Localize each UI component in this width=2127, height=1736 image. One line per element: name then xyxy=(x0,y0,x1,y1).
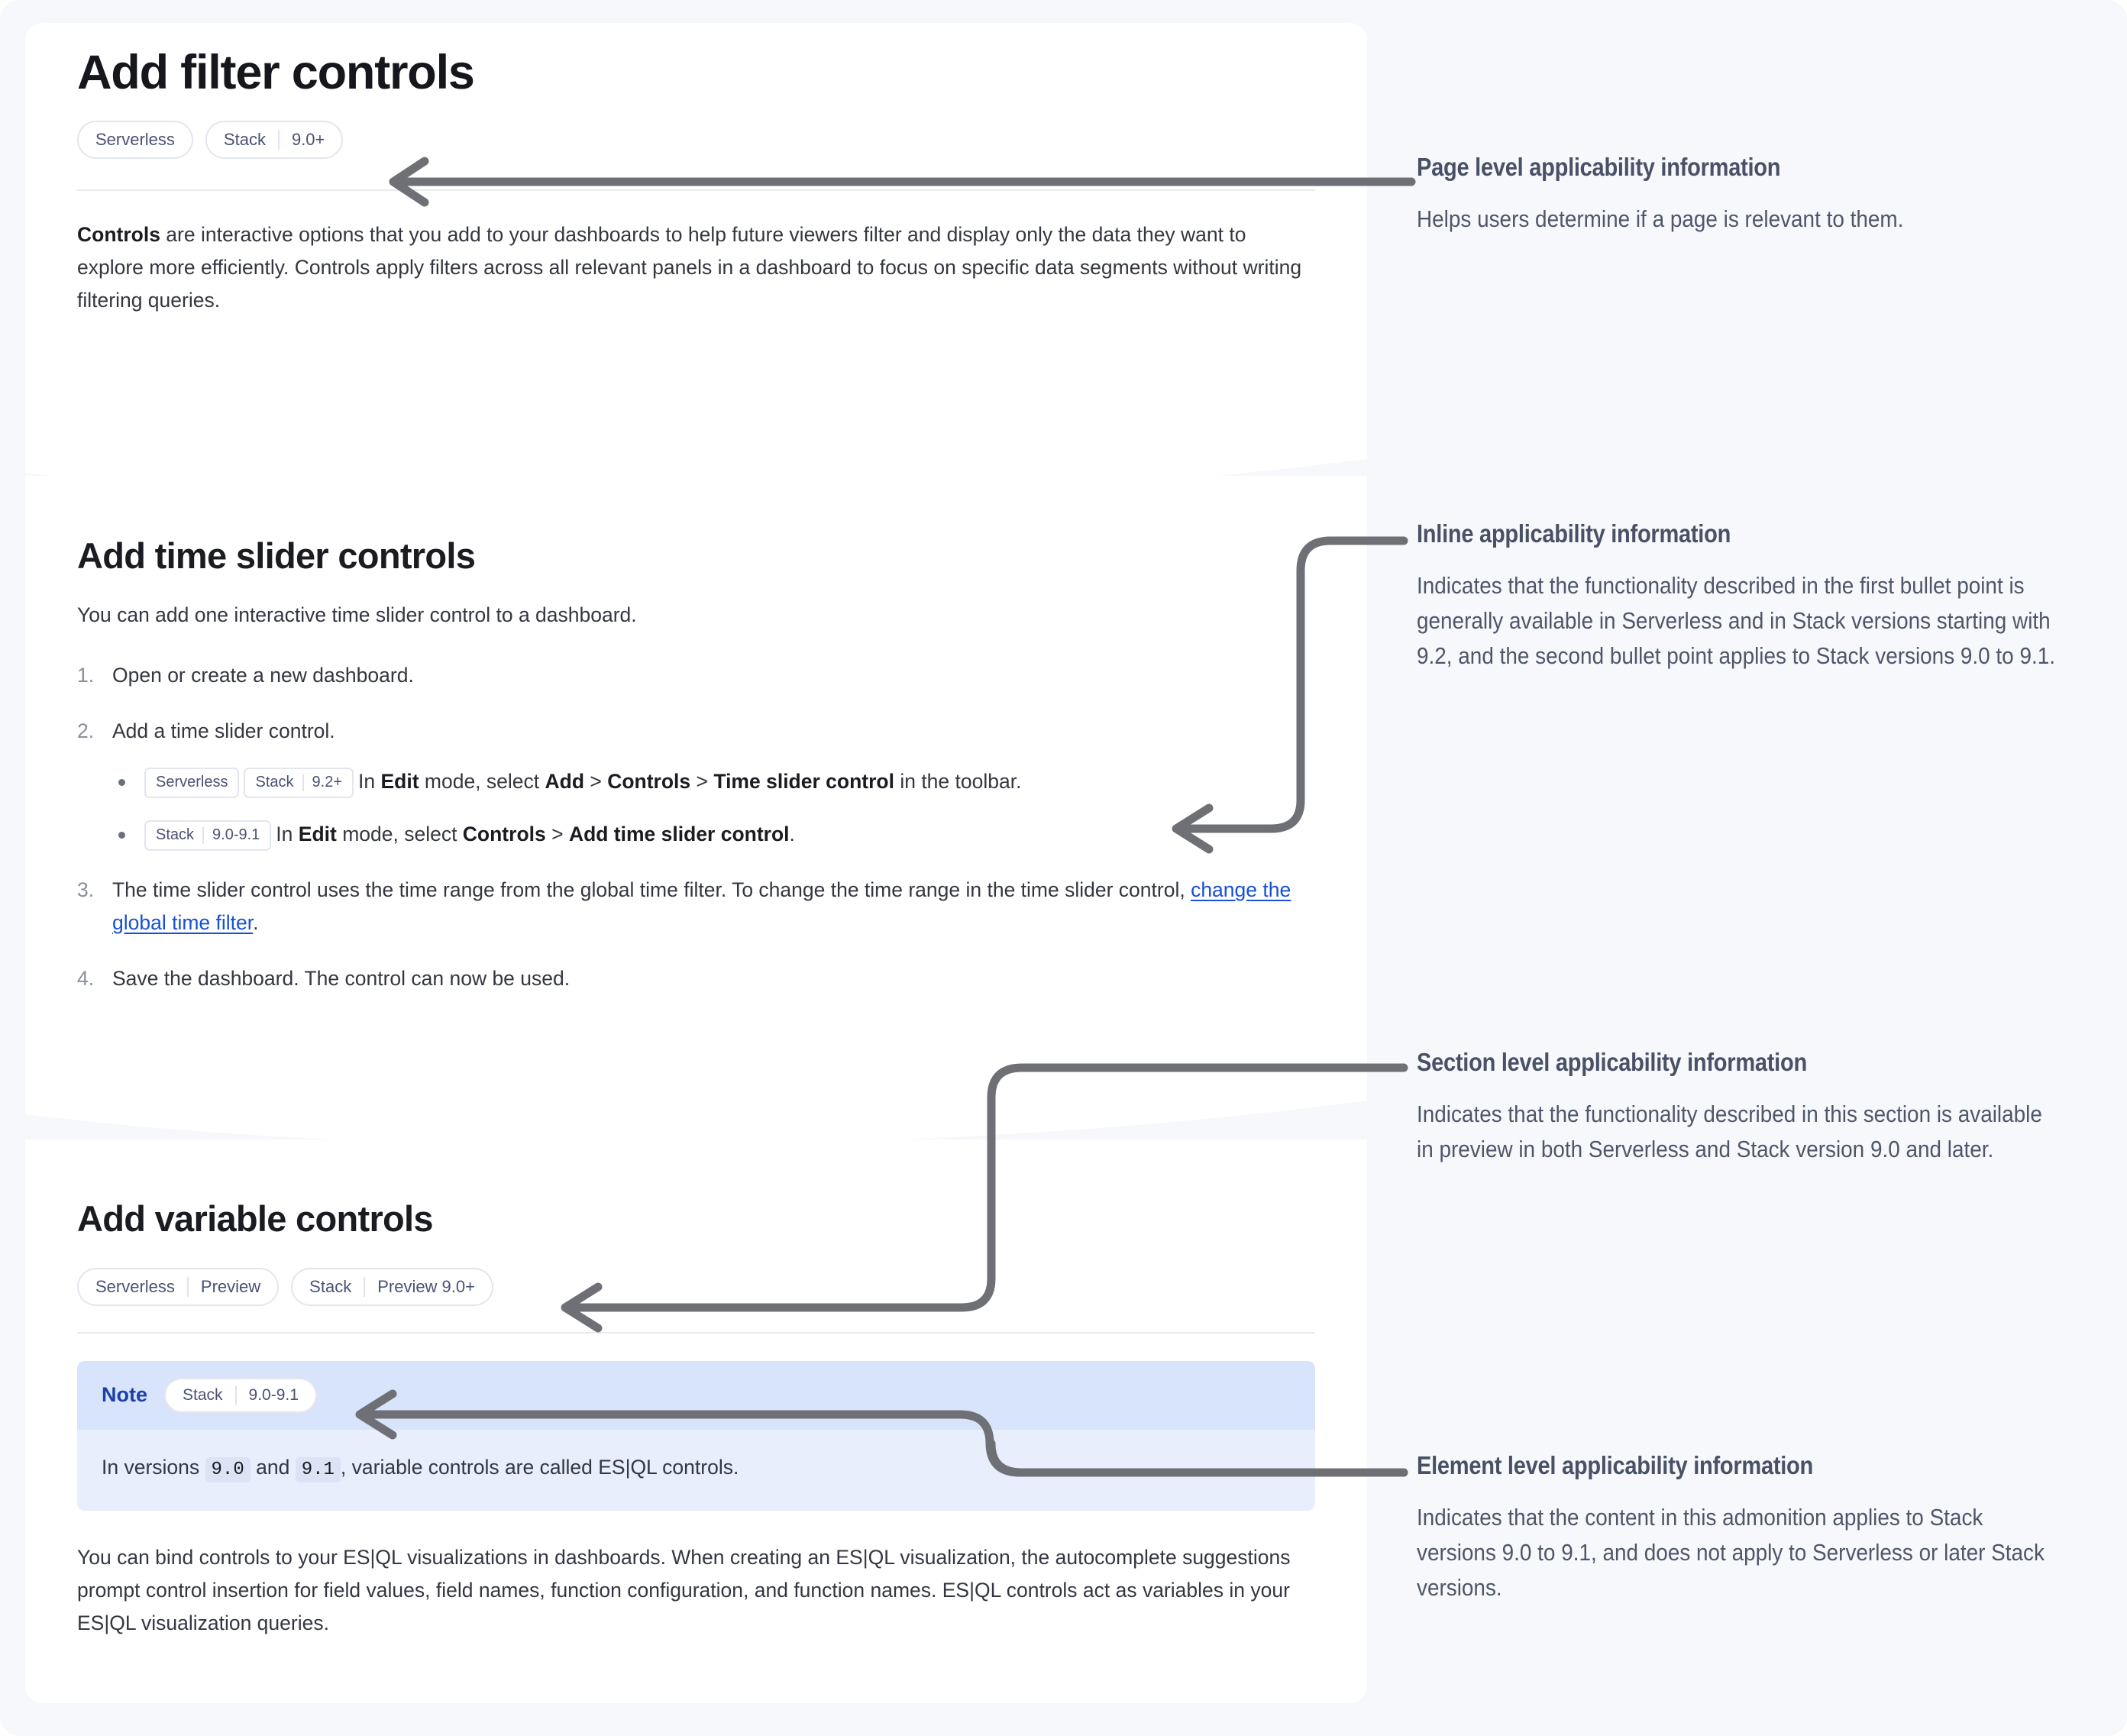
step-text-after-link: . xyxy=(253,911,259,935)
text-run: In xyxy=(276,823,299,846)
step-text: Add a time slider control. xyxy=(112,719,335,742)
pill-separator xyxy=(364,1276,366,1297)
note-admonition: Note Stack 9.0-9.1 In versions 9.0 and 9… xyxy=(77,1360,1315,1511)
pill-product-name: Stack xyxy=(223,130,266,150)
sub-bullet-text: In Edit mode, select Controls > Add time… xyxy=(276,823,795,845)
pill-separator xyxy=(234,1385,237,1405)
applicability-pill-stack[interactable]: Stack 9.0+ xyxy=(205,121,344,160)
page-header-content: Add filter controls Serverless Stack 9.0… xyxy=(25,47,1367,317)
text-run-bold: Add time slider control xyxy=(568,823,790,846)
header-divider xyxy=(77,189,1315,192)
badge-product-name: Stack xyxy=(156,826,195,844)
annotation-body: Indicates that the functionality describ… xyxy=(1417,1101,2042,1162)
pill-separator xyxy=(277,130,280,150)
page-applicability-pills: Serverless Stack 9.0+ xyxy=(77,121,1315,160)
note-text-run: and xyxy=(250,1455,296,1479)
text-run-bold: Controls xyxy=(462,823,546,846)
text-run-bold: Edit xyxy=(298,823,337,846)
text-run: mode, select xyxy=(336,823,463,846)
sub-bullet-text: In Edit mode, select Add > Controls > Ti… xyxy=(358,770,1021,793)
annotation-heading: Element level applicability information xyxy=(1417,1451,1814,1479)
badge-separator xyxy=(302,774,304,791)
annotation-page-level: Page level applicability information Hel… xyxy=(1417,153,2058,237)
applicability-pill-serverless-preview[interactable]: Serverless Preview xyxy=(77,1267,280,1306)
intro-lead-term: Controls xyxy=(77,223,160,247)
section-title-variable-controls: Add variable controls xyxy=(77,1198,434,1239)
badge-product-name: Serverless xyxy=(156,774,228,791)
annotation-heading: Section level applicability information xyxy=(1417,1048,1807,1076)
step-text: Open or create a new dashboard. xyxy=(112,663,414,687)
inline-badge-serverless[interactable]: Serverless xyxy=(144,767,240,798)
intro-paragraph: Controls are interactive options that yo… xyxy=(77,218,1315,317)
annotation-body: Indicates that the functionality describ… xyxy=(1417,572,2056,669)
time-slider-steps: Open or create a new dashboard. Add a ti… xyxy=(77,659,1315,995)
note-header: Note Stack 9.0-9.1 xyxy=(77,1360,1315,1430)
applicability-pill-stack-preview[interactable]: Stack Preview 9.0+ xyxy=(291,1267,493,1306)
section-applicability-pills: Serverless Preview Stack Preview 9.0+ xyxy=(77,1267,1315,1306)
text-run: > xyxy=(690,770,714,794)
annotation-element-level: Element level applicability information … xyxy=(1417,1451,2058,1605)
pill-product-name: Stack xyxy=(183,1385,223,1404)
annotation-body: Helps users determine if a page is relev… xyxy=(1417,205,1904,232)
note-applicability-pill[interactable]: Stack 9.0-9.1 xyxy=(164,1377,317,1413)
text-run-bold: Time slider control xyxy=(713,770,894,794)
pill-version: 9.0+ xyxy=(291,130,325,150)
text-run: mode, select xyxy=(419,770,545,794)
variable-controls-section: Add variable controls Serverless Preview… xyxy=(25,1199,1367,1640)
inline-code-version: 9.0 xyxy=(205,1456,251,1482)
pill-product-name: Serverless xyxy=(95,1276,175,1296)
text-run: In xyxy=(358,770,381,794)
doc-panel-header xyxy=(25,23,1367,439)
note-label: Note xyxy=(102,1383,147,1407)
note-body: In versions 9.0 and 9.1, variable contro… xyxy=(77,1430,1315,1511)
section-title-time-slider: Add time slider controls xyxy=(77,535,476,576)
annotation-heading: Page level applicability information xyxy=(1417,153,1781,181)
text-run-bold: Edit xyxy=(380,770,419,794)
pill-product-name: Stack xyxy=(309,1276,352,1296)
pill-version: 9.0-9.1 xyxy=(248,1385,299,1404)
documentation-preview: Add filter controls Serverless Stack 9.0… xyxy=(25,23,1367,1703)
note-text-run: In versions xyxy=(102,1455,205,1479)
text-run: . xyxy=(789,823,795,846)
pill-product-name: Serverless xyxy=(95,130,175,150)
applicability-pill-serverless[interactable]: Serverless xyxy=(77,121,193,160)
section-divider xyxy=(77,1331,1315,1334)
badge-separator xyxy=(202,826,205,844)
annotation-heading: Inline applicability information xyxy=(1417,519,1731,548)
pill-version: Preview xyxy=(200,1276,261,1296)
badge-version: 9.0-9.1 xyxy=(212,826,260,844)
annotation-section-level: Section level applicability information … xyxy=(1417,1048,2058,1167)
text-run-bold: Add xyxy=(545,770,585,794)
time-slider-section: Add time slider controls You can add one… xyxy=(25,536,1367,1018)
badge-version: 9.2+ xyxy=(312,774,342,791)
note-text-run: , variable controls are called ES|QL con… xyxy=(340,1455,739,1479)
annotation-inline: Inline applicability information Indicat… xyxy=(1417,519,2058,674)
page-title: Add filter controls xyxy=(77,46,475,99)
inline-code-version: 9.1 xyxy=(295,1456,341,1482)
text-run: > xyxy=(584,770,608,794)
text-run: > xyxy=(545,823,569,846)
badge-product-name: Stack xyxy=(255,774,294,791)
section-intro-time-slider: You can add one interactive time slider … xyxy=(77,603,637,626)
step-item: Save the dashboard. The control can now … xyxy=(77,962,1315,995)
step-text: Save the dashboard. The control can now … xyxy=(112,967,571,991)
sub-bullet-item: Serverless Stack 9.2+ In Edit mode, sele… xyxy=(112,765,1315,798)
step-item: The time slider control uses the time ra… xyxy=(77,874,1315,939)
inline-badge-stack[interactable]: Stack 9.2+ xyxy=(244,767,354,798)
annotation-body: Indicates that the content in this admon… xyxy=(1417,1504,2045,1601)
step-sub-bullets: Serverless Stack 9.2+ In Edit mode, sele… xyxy=(112,765,1315,851)
intro-rest: are interactive options that you add to … xyxy=(77,223,1302,312)
closing-paragraph: You can bind controls to your ES|QL visu… xyxy=(77,1546,1291,1634)
sub-bullet-item: Stack 9.0-9.1 In Edit mode, select Contr… xyxy=(112,818,1315,851)
text-run-bold: Controls xyxy=(607,770,691,794)
pill-version: Preview 9.0+ xyxy=(377,1276,475,1296)
global-time-filter-link[interactable]: change the global time filter xyxy=(112,878,1291,935)
step-item: Open or create a new dashboard. xyxy=(77,659,1315,692)
step-item: Add a time slider control. Serverless St… xyxy=(77,715,1315,852)
step-text-before-link: The time slider control uses the time ra… xyxy=(112,878,1191,902)
inline-badge-stack[interactable]: Stack 9.0-9.1 xyxy=(144,820,272,851)
pill-separator xyxy=(186,1276,189,1297)
text-run: in the toolbar. xyxy=(894,770,1022,794)
